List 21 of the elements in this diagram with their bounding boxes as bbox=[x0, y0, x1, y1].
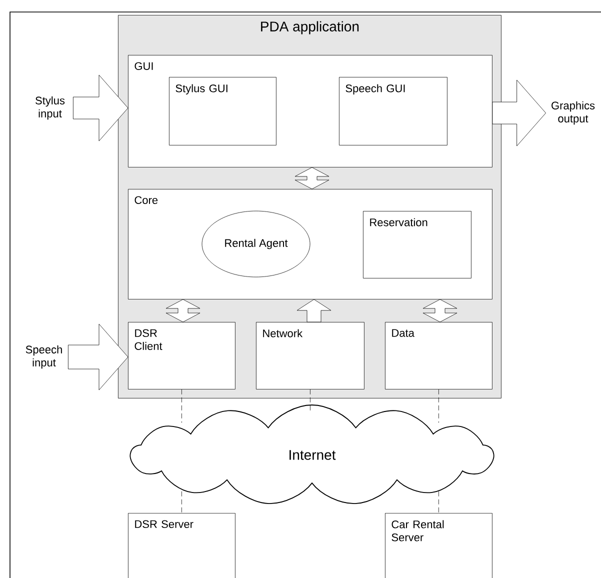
block-arrow bbox=[73, 74, 128, 142]
block-arrow bbox=[68, 324, 128, 390]
output-label: Graphics output bbox=[552, 101, 595, 125]
dashed-line bbox=[438, 491, 439, 514]
input-label: Stylus input bbox=[36, 96, 65, 120]
component-box: Data bbox=[385, 322, 492, 390]
double-block-arrow bbox=[294, 167, 330, 190]
component-box: Network bbox=[256, 322, 364, 390]
double-block-arrow bbox=[166, 299, 200, 322]
component-box: Reservation bbox=[363, 211, 472, 278]
server-box: DSR Server bbox=[128, 513, 236, 578]
dashed-line bbox=[438, 389, 439, 423]
component-box: DSR Client bbox=[128, 322, 236, 390]
server-box: Car Rental Server bbox=[385, 513, 492, 578]
component-box: Stylus GUI bbox=[169, 77, 276, 146]
block-arrow bbox=[492, 80, 546, 146]
input-label: Speech input bbox=[26, 345, 62, 369]
block-arrow bbox=[296, 299, 332, 322]
internet-cloud: Internet bbox=[130, 404, 494, 504]
double-block-arrow bbox=[422, 299, 458, 322]
component-box: Speech GUI bbox=[339, 77, 448, 146]
